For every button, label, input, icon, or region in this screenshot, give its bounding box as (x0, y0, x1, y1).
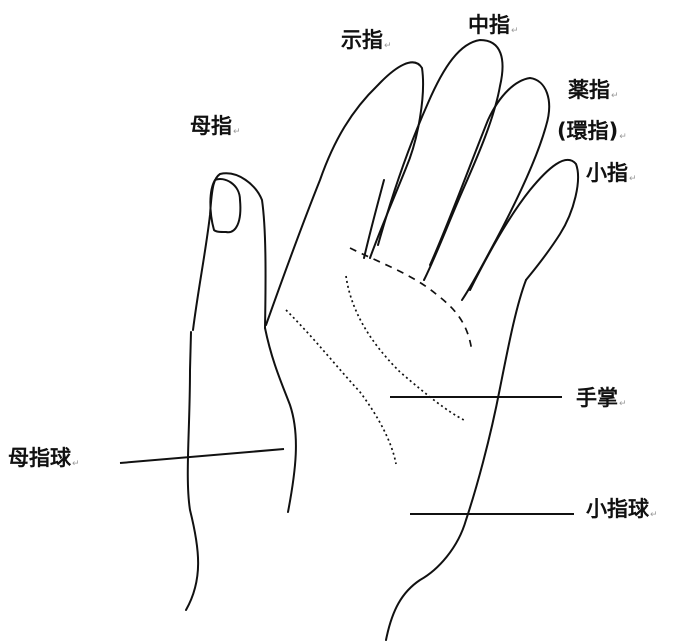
paragraph-mark: ↵ (629, 174, 637, 184)
thumb-outline (192, 172, 267, 331)
label-hypothenar: 小指球↵ (586, 499, 658, 520)
index-finger-inner (363, 179, 385, 259)
thenar-leader-line (119, 448, 285, 464)
label-thenar: 母指球↵ (8, 448, 80, 469)
label-ring-finger-alt-text: (環指) (557, 119, 619, 143)
paragraph-mark: ↵ (233, 127, 241, 137)
label-middle-finger-text: 中指 (468, 13, 510, 37)
middle-finger-outline (377, 39, 504, 281)
label-little-finger-text: 小指 (586, 161, 628, 185)
finger-base-crease (349, 247, 473, 353)
label-index-finger: 示指↵ (341, 30, 392, 51)
life-line (285, 309, 397, 465)
label-palm-text: 手掌 (576, 386, 618, 410)
little-finger-outline (469, 158, 580, 291)
thumb-nail (209, 178, 242, 234)
palm-outer-edge (385, 279, 527, 641)
paragraph-mark: ↵ (72, 459, 80, 469)
label-ring-finger: 薬指↵ (568, 80, 619, 101)
paragraph-mark: ↵ (619, 132, 627, 142)
thenar-curve (264, 327, 297, 513)
index-finger-outline (265, 61, 425, 326)
label-thumb-text: 母指 (190, 114, 232, 138)
heart-line (345, 275, 465, 421)
label-ring-finger-alt: (環指)↵ (557, 121, 627, 142)
label-middle-finger: 中指↵ (468, 15, 519, 36)
label-hypothenar-text: 小指球 (586, 497, 649, 521)
label-index-finger-text: 示指 (341, 28, 383, 52)
label-palm: 手掌↵ (576, 388, 627, 409)
paragraph-mark: ↵ (650, 510, 658, 520)
paragraph-mark: ↵ (619, 399, 627, 409)
label-ring-finger-text: 薬指 (568, 78, 610, 102)
label-little-finger: 小指↵ (586, 163, 637, 184)
label-thenar-text: 母指球 (8, 446, 71, 470)
paragraph-mark: ↵ (511, 26, 519, 36)
thumb-base-line (185, 331, 200, 611)
paragraph-mark: ↵ (384, 41, 392, 51)
label-thumb: 母指↵ (190, 116, 241, 137)
paragraph-mark: ↵ (611, 91, 619, 101)
